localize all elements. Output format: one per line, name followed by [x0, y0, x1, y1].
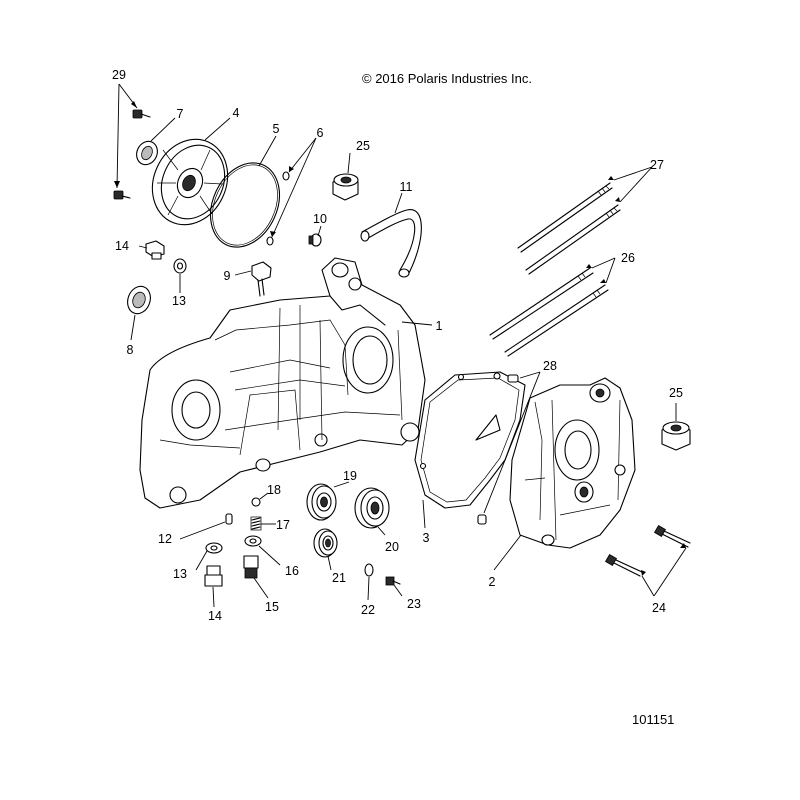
callout-19: 19	[343, 469, 357, 483]
callout-14-lower: 14	[208, 609, 222, 623]
copyright-text: © 2016 Polaris Industries Inc.	[362, 71, 532, 86]
cover-plate-part-4	[151, 138, 229, 226]
callout-18: 18	[267, 483, 281, 497]
seal-part-8	[127, 285, 151, 315]
stud-part-27-upper	[517, 182, 613, 253]
washer-part-13-upper	[173, 258, 187, 274]
ball-part-18	[251, 497, 261, 507]
plug-part-14-upper	[145, 240, 165, 260]
bushing-part-25-upper	[332, 173, 359, 201]
stud-part-26-upper	[489, 267, 594, 340]
crankcase-left-part-1	[139, 257, 426, 509]
crankcase-right-part-2	[509, 377, 636, 549]
bolt-part-29-upper	[132, 109, 151, 119]
callout-7: 7	[177, 107, 184, 121]
callout-3: 3	[423, 531, 430, 545]
callout-numbers: 29 7 4 5 6 25 11 10 14 9 13 8 1 27 26 28…	[112, 68, 683, 623]
callout-16: 16	[285, 564, 299, 578]
callout-25-upper: 25	[356, 139, 370, 153]
callout-8: 8	[127, 343, 134, 357]
spring-part-17	[250, 516, 262, 531]
callout-23: 23	[407, 597, 421, 611]
plug-part-14-lower	[204, 565, 223, 587]
callout-25-lower: 25	[669, 386, 683, 400]
gasket-part-3	[414, 371, 526, 509]
callout-21: 21	[332, 571, 346, 585]
callout-4: 4	[233, 106, 240, 120]
callout-26: 26	[621, 251, 635, 265]
stud-part-26-lower	[504, 284, 609, 357]
pin-part-12	[225, 513, 233, 525]
bolt-part-24-upper	[653, 524, 691, 548]
callout-28: 28	[543, 359, 557, 373]
callout-24: 24	[652, 601, 666, 615]
leader-lines	[116, 83, 687, 608]
o-ring-part-5	[209, 162, 281, 248]
callout-22: 22	[361, 603, 375, 617]
dowel-pin-part-28-lower	[477, 514, 487, 525]
callout-9: 9	[224, 269, 231, 283]
stud-part-27-lower	[525, 204, 621, 275]
bearing-part-19	[306, 483, 337, 521]
callout-13-upper: 13	[172, 294, 186, 308]
callout-29: 29	[112, 68, 126, 82]
clamp-part-10	[308, 233, 322, 247]
dowel-pin-part-28-upper	[507, 374, 519, 383]
leader-arrowheads	[114, 101, 686, 576]
callout-20: 20	[385, 540, 399, 554]
small-o-ring-part-6-lower	[266, 236, 274, 246]
bolt-part-24-lower	[604, 553, 643, 577]
washer-part-13-lower	[205, 542, 223, 554]
callout-6: 6	[317, 126, 324, 140]
washer-part-22	[364, 563, 374, 577]
figure-number: 101151	[632, 712, 674, 727]
callout-15: 15	[265, 600, 279, 614]
bushing-part-25-lower	[661, 421, 691, 451]
bolt-part-29-lower	[113, 190, 131, 200]
small-o-ring-part-6-upper	[282, 171, 290, 181]
callout-1: 1	[436, 319, 443, 333]
callout-17: 17	[276, 518, 290, 532]
plug-part-15	[243, 555, 259, 579]
hose-part-11	[360, 209, 422, 278]
bearing-part-20	[354, 487, 390, 529]
callout-13-lower: 13	[173, 567, 187, 581]
bearing-part-21	[313, 528, 338, 558]
washer-part-16	[244, 535, 262, 547]
callout-2: 2	[489, 575, 496, 589]
callout-27: 27	[650, 158, 664, 172]
callout-11: 11	[400, 180, 413, 194]
seal-part-7	[136, 140, 158, 166]
callout-12: 12	[158, 532, 172, 546]
bolt-part-23	[385, 576, 401, 586]
callout-10: 10	[313, 212, 327, 226]
callout-14-upper: 14	[115, 239, 129, 253]
sensor-part-9	[251, 261, 272, 297]
callout-5: 5	[273, 122, 280, 136]
